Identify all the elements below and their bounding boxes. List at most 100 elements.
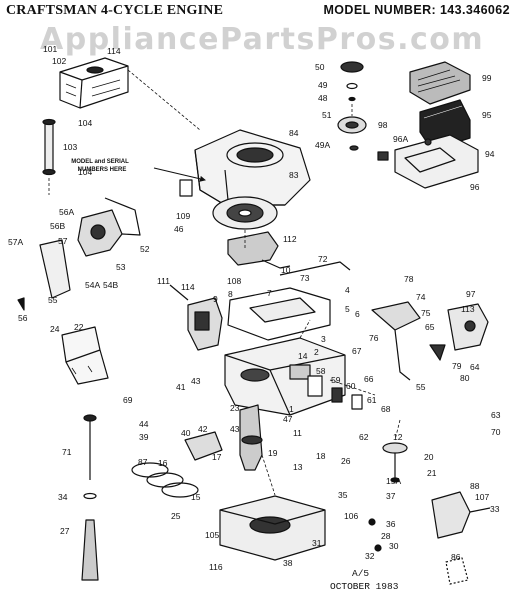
part-label: 65 bbox=[425, 322, 435, 332]
part-drawing-103 bbox=[42, 118, 56, 176]
part-label: 69 bbox=[123, 395, 133, 405]
part-label: 11 bbox=[293, 428, 302, 438]
part-drawing-47 bbox=[239, 404, 263, 471]
part-label: 12 bbox=[393, 432, 403, 442]
part-label: 97 bbox=[466, 289, 476, 299]
part-drawing-7 bbox=[227, 261, 351, 341]
part-drawing-95 bbox=[419, 99, 471, 151]
model-number: MODEL NUMBER: 143.346062 bbox=[323, 3, 510, 17]
part-label: 71 bbox=[62, 447, 72, 457]
part-label: 83 bbox=[289, 170, 299, 180]
part-label: 43 bbox=[230, 424, 240, 434]
part-label: 46 bbox=[174, 224, 184, 234]
part-label: 101 bbox=[43, 44, 57, 54]
part-label: 74 bbox=[416, 292, 426, 302]
part-label: 52 bbox=[140, 244, 150, 254]
part-label: 17 bbox=[212, 452, 222, 462]
part-label: 15A bbox=[386, 476, 401, 486]
part-label: 18 bbox=[316, 451, 326, 461]
part-label: 106 bbox=[344, 511, 358, 521]
part-label: 9 bbox=[213, 294, 218, 304]
part-label: 28 bbox=[381, 531, 391, 541]
part-drawing-105 bbox=[368, 491, 491, 552]
part-label: 104 bbox=[78, 167, 92, 177]
part-label: 54B bbox=[103, 280, 118, 290]
part-label: 54A bbox=[85, 280, 100, 290]
part-label: 2 bbox=[314, 347, 319, 357]
part-label: 73 bbox=[300, 273, 310, 283]
part-label: 113 bbox=[461, 304, 475, 314]
part-label: 33 bbox=[490, 504, 500, 514]
part-label: 84 bbox=[289, 128, 299, 138]
part-label: 38 bbox=[283, 558, 293, 568]
part-label: 57 bbox=[58, 236, 68, 246]
page-header: CRAFTSMAN 4-CYCLE ENGINE MODEL NUMBER: 1… bbox=[0, 0, 518, 20]
part-label: 64 bbox=[470, 362, 480, 372]
part-label: 62 bbox=[359, 432, 369, 442]
part-label: 23 bbox=[230, 403, 240, 413]
part-drawing-51 bbox=[337, 116, 367, 151]
part-label: 109 bbox=[176, 211, 190, 221]
part-label: 108 bbox=[227, 276, 241, 286]
part-label: 79 bbox=[452, 361, 462, 371]
part-label: 80 bbox=[460, 373, 470, 383]
part-label: 70 bbox=[491, 427, 501, 437]
part-label: 112 bbox=[283, 234, 297, 244]
part-label: 56B bbox=[50, 221, 65, 231]
part-label: 60 bbox=[346, 381, 356, 391]
part-drawing-114 bbox=[169, 284, 223, 351]
part-label: 20 bbox=[424, 452, 434, 462]
part-label: 37 bbox=[386, 491, 396, 501]
part-label: 4 bbox=[345, 285, 350, 295]
part-label: 114 bbox=[181, 282, 195, 292]
callout-line-1: MODEL and SERIAL bbox=[71, 159, 129, 165]
part-label: 40 bbox=[181, 428, 191, 438]
part-label: 19 bbox=[268, 448, 278, 458]
part-label: 13 bbox=[293, 462, 303, 472]
part-label: 41 bbox=[176, 382, 186, 392]
part-drawing-62 bbox=[382, 442, 408, 483]
page-number: A/5 bbox=[352, 568, 370, 579]
part-label: 1 bbox=[289, 404, 294, 414]
part-label: 87 bbox=[138, 457, 148, 467]
part-label: 8 bbox=[228, 289, 233, 299]
part-label: 10 bbox=[281, 265, 291, 275]
part-label: 75 bbox=[421, 308, 431, 318]
part-drawing-113 bbox=[447, 303, 489, 351]
part-label: 7 bbox=[267, 288, 272, 298]
part-label: 67 bbox=[352, 346, 362, 356]
part-label: 32 bbox=[365, 551, 375, 561]
part-label: 63 bbox=[491, 410, 501, 420]
part-label: 68 bbox=[381, 404, 391, 414]
part-label: 3 bbox=[321, 334, 326, 344]
part-label: 15 bbox=[191, 492, 201, 502]
part-label: 43 bbox=[191, 376, 201, 386]
part-label: 49A bbox=[315, 140, 330, 150]
part-label: 42 bbox=[198, 424, 208, 434]
part-label: 107 bbox=[475, 492, 489, 502]
part-label: 95 bbox=[482, 110, 492, 120]
part-label: 66 bbox=[364, 374, 374, 384]
part-label: 96A bbox=[393, 134, 408, 144]
part-label: 5 bbox=[345, 304, 350, 314]
part-label: 16 bbox=[158, 458, 168, 468]
part-label: 116 bbox=[209, 562, 223, 572]
exploded-parts-diagram: MODEL and SERIAL NUMBERS HERE 101 102 11… bbox=[8, 44, 501, 585]
part-drawing-94 bbox=[377, 134, 479, 189]
part-label: 57A bbox=[8, 237, 23, 247]
part-label: 21 bbox=[427, 468, 437, 478]
part-label: 47 bbox=[283, 414, 293, 424]
part-label: 30 bbox=[389, 541, 399, 551]
part-label: 31 bbox=[312, 538, 322, 548]
part-drawing-109 bbox=[179, 179, 193, 197]
part-label: 104 bbox=[78, 118, 92, 128]
part-drawing-99 bbox=[409, 61, 471, 105]
part-label: 59 bbox=[331, 375, 341, 385]
part-label: 55 bbox=[48, 295, 58, 305]
part-label: 96 bbox=[470, 182, 480, 192]
part-drawing-58 bbox=[307, 375, 363, 410]
part-label: 72 bbox=[318, 254, 328, 264]
part-drawing-116 bbox=[445, 557, 469, 585]
part-label: 39 bbox=[139, 432, 149, 442]
part-drawing-50 bbox=[340, 61, 364, 102]
